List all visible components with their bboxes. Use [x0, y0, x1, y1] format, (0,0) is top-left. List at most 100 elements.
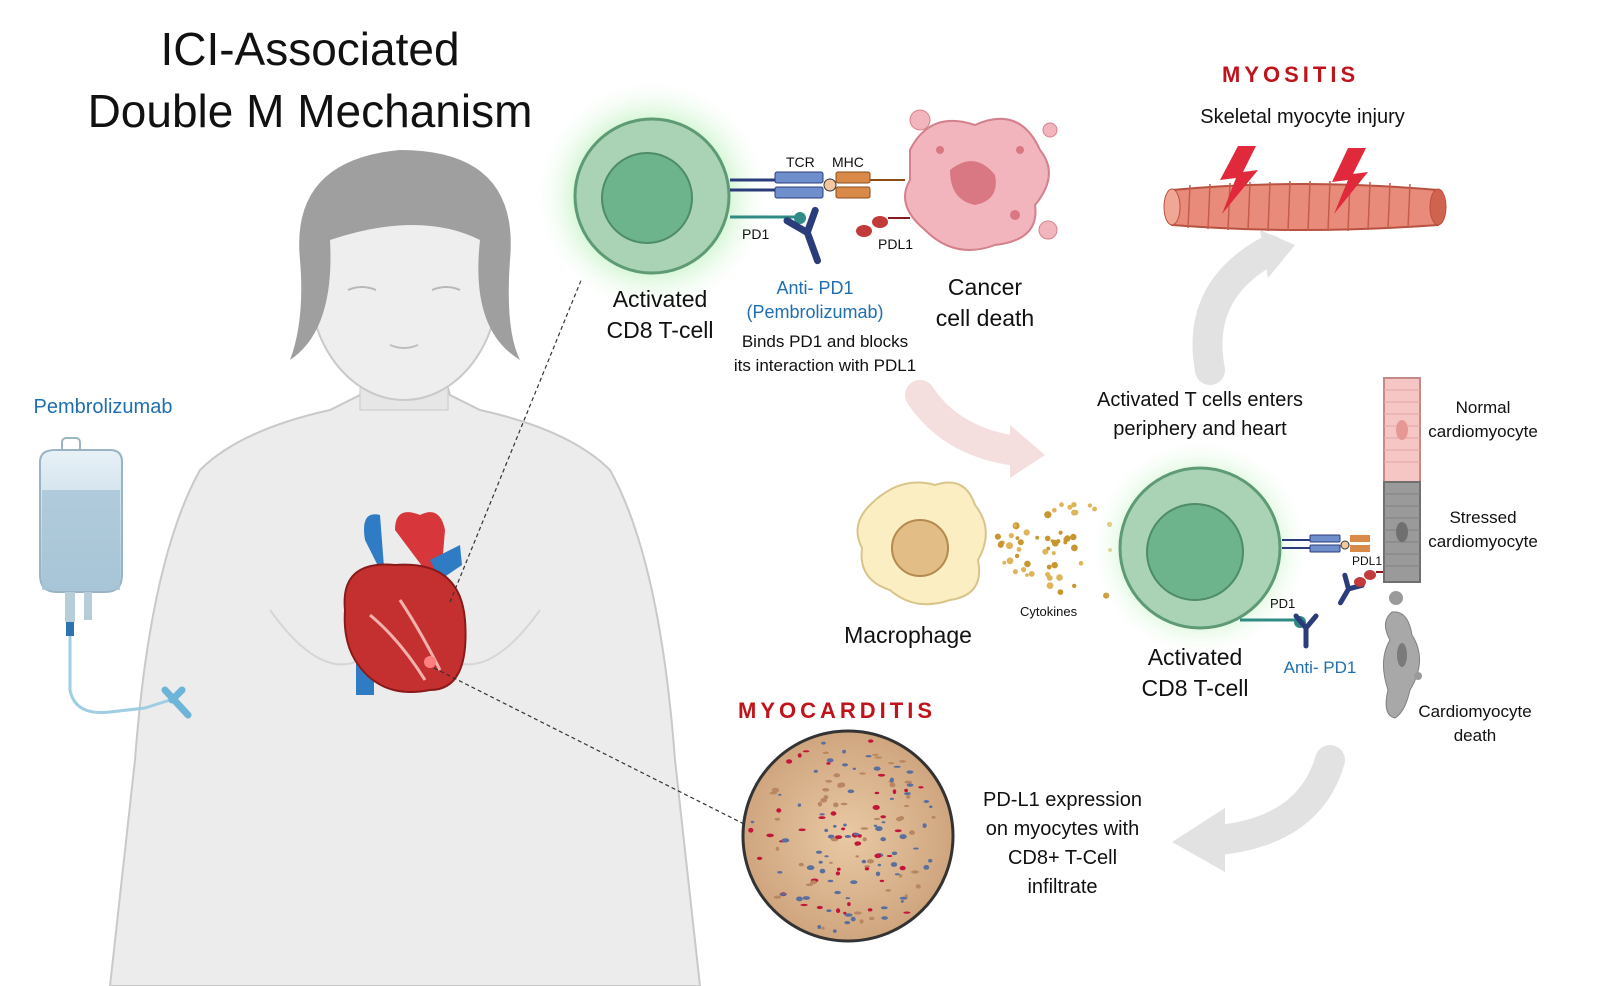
cytokine-dot	[1064, 535, 1071, 542]
histology-cell	[778, 793, 782, 796]
tcell-top-label-line-2: CD8 T-cell	[606, 317, 714, 343]
histology-cell	[817, 801, 823, 807]
histology-cell	[903, 804, 910, 808]
antibody-label: Anti- PD1 (Pembrolizumab)	[720, 276, 910, 324]
cytokine-dot	[1002, 560, 1007, 565]
histology-cell	[776, 808, 782, 813]
histology-cell	[836, 867, 841, 871]
title-line-1: ICI-Associated	[160, 23, 460, 75]
histology-cell	[874, 756, 883, 759]
periphery-text-line-2: periphery and heart	[1113, 418, 1287, 440]
histology-cell	[873, 824, 878, 827]
tcell-top-label-line-1: Activated	[612, 286, 708, 312]
arrow-to-periphery	[905, 380, 1025, 465]
myositis-subtitle: Skeletal myocyte injury	[1200, 106, 1405, 128]
normal-cardiomyocyte-icon	[1383, 377, 1421, 483]
cytokine-dot	[1051, 551, 1056, 556]
histology-cell	[826, 762, 831, 765]
cytokine-dot	[1006, 557, 1014, 565]
skeletal-muscle-icon	[1163, 146, 1447, 232]
title-line-2: Double M Mechanism	[87, 85, 533, 137]
histology-cell	[904, 788, 908, 793]
histology-cell	[819, 813, 825, 816]
tcell-bottom-label-line-1: Activated	[1147, 644, 1243, 670]
histology-cell	[750, 820, 755, 824]
cytokine-dot	[1012, 569, 1019, 575]
pdl1-label-bottom: PDL1	[1352, 554, 1383, 568]
myositis-heading: MYOSITIS	[1222, 62, 1360, 87]
pd1-receptor	[730, 212, 806, 224]
histology-cell	[904, 894, 908, 898]
cytokine-dot	[1067, 504, 1073, 510]
histology-cell	[877, 863, 882, 867]
tcell-top-label: Activated CD8 T-cell	[590, 284, 730, 346]
histology-cell	[899, 865, 906, 871]
histology-cell	[835, 871, 841, 876]
cytokine-dot	[1078, 560, 1084, 566]
histology-cell	[904, 792, 911, 796]
histology-cell	[873, 766, 881, 771]
tcell-top	[532, 76, 772, 316]
cytokine-dot	[1056, 574, 1063, 581]
histology-cell	[827, 879, 834, 883]
histology-cell	[873, 817, 881, 821]
tcr-receptor	[730, 171, 837, 199]
periphery-text: Activated T cells enters periphery and h…	[1060, 386, 1340, 444]
histology-cell	[889, 797, 895, 801]
histology-cell	[771, 787, 780, 793]
histology-cell	[923, 865, 930, 870]
histology-cell	[898, 874, 903, 878]
histology-cell	[824, 855, 829, 858]
macrophage-icon	[856, 481, 987, 606]
cytokine-dot	[1051, 539, 1059, 547]
normal-cardiomyocyte-label-line-1: Normal	[1455, 398, 1511, 417]
macrophage-label: Macrophage	[844, 622, 972, 648]
pdl1-label: PDL1	[878, 236, 914, 252]
histology-cell	[797, 753, 802, 758]
histology-cell	[810, 880, 817, 885]
cytokine-dot	[1046, 582, 1054, 589]
histology-cell	[922, 823, 927, 828]
cancer-cell-icon	[904, 109, 1058, 251]
cytokine-dot	[1052, 507, 1057, 513]
histology-cell	[781, 838, 790, 843]
histology-cell	[825, 779, 833, 783]
periphery-text-line-1: Activated T cells enters	[1096, 389, 1304, 411]
cancer-label-line-1: Cancer	[947, 274, 1023, 300]
histology-cell	[837, 782, 843, 788]
drug-label: Pembrolizumab	[33, 396, 173, 418]
page-title: ICI-Associated Double M Mechanism	[40, 18, 580, 142]
histology-cell	[854, 841, 862, 846]
histology-cell	[805, 883, 814, 887]
cytokine-dot	[1071, 502, 1077, 508]
histology-cell	[880, 815, 886, 819]
zoom-line-top	[449, 277, 583, 603]
histology-cell	[913, 847, 919, 850]
histology-cell	[864, 865, 871, 868]
stressed-cardiomyocyte-icon	[1383, 481, 1421, 583]
histology-cell	[877, 773, 886, 777]
histology-cell	[826, 909, 832, 913]
histology-cell	[829, 861, 833, 864]
histology-cell	[894, 873, 900, 876]
stressed-cardiomyocyte-label-line-1: Stressed	[1449, 508, 1517, 527]
histology-cell	[915, 884, 921, 889]
cytokine-dot	[1057, 589, 1064, 595]
histology-cell	[802, 896, 811, 900]
histology-image	[741, 729, 955, 943]
histology-cell	[899, 896, 908, 900]
cytokine-dot	[1072, 583, 1077, 589]
histology-cell	[892, 789, 897, 795]
histology-cell	[847, 789, 855, 794]
arrow-head-periphery	[1010, 425, 1045, 478]
cytokine-dot	[1070, 533, 1077, 541]
cytokine-dot	[1014, 553, 1020, 559]
mhc-label: MHC	[832, 154, 864, 170]
histology-cell	[885, 889, 891, 892]
histology-cell	[899, 760, 906, 763]
histology-cell	[833, 824, 837, 828]
histology-cell	[929, 805, 933, 809]
histology-cell	[862, 837, 867, 842]
cardiomyocyte-death-label: Cardiomyocyte death	[1400, 700, 1550, 748]
